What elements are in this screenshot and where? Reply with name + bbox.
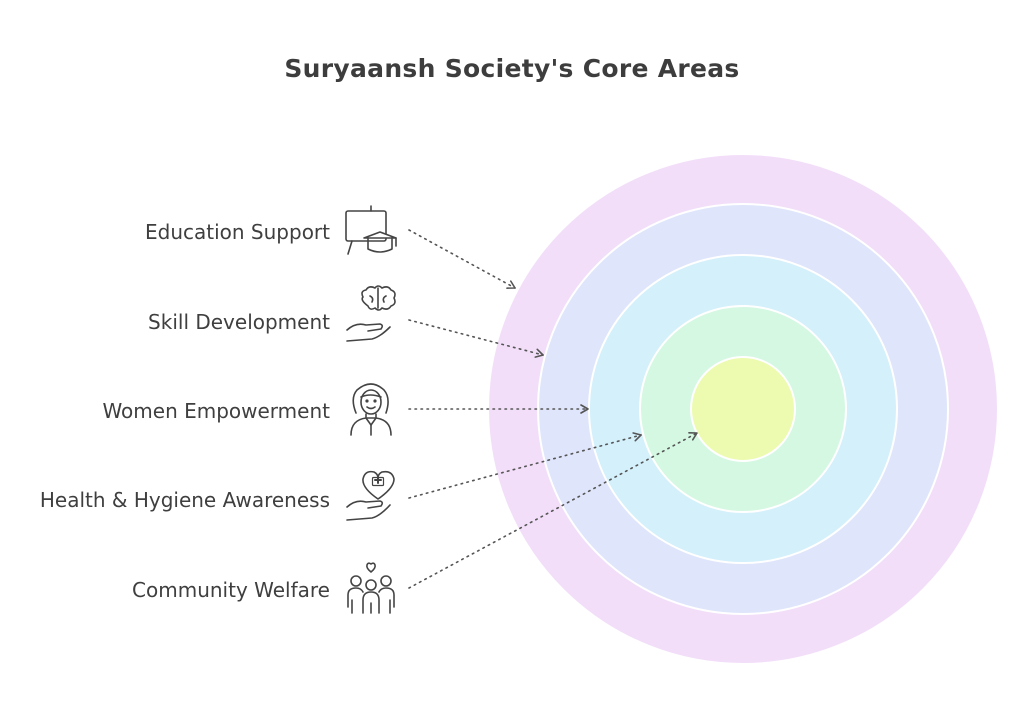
label-women-empowerment: Women Empowerment: [102, 399, 330, 423]
label-health-hygiene-awareness: Health & Hygiene Awareness: [39, 488, 330, 512]
connector-skill: [408, 319, 544, 358]
rings: [487, 153, 999, 665]
ring-core: [690, 356, 796, 462]
diagram-title: Suryaansh Society's Core Areas: [284, 54, 740, 83]
label-education-support: Education Support: [145, 220, 330, 244]
brain-in-hand-icon: [346, 285, 396, 342]
connector-community: [408, 431, 698, 589]
label-skill-development: Skill Development: [148, 310, 330, 334]
classroom-teaching-icon: [345, 205, 397, 255]
heart-in-hand-icon: [346, 470, 395, 521]
connector-health: [408, 432, 642, 499]
family-group-icon: [347, 562, 395, 614]
label-community-welfare: Community Welfare: [132, 578, 330, 602]
woman-icon: [350, 383, 392, 436]
connector-education: [408, 229, 516, 289]
